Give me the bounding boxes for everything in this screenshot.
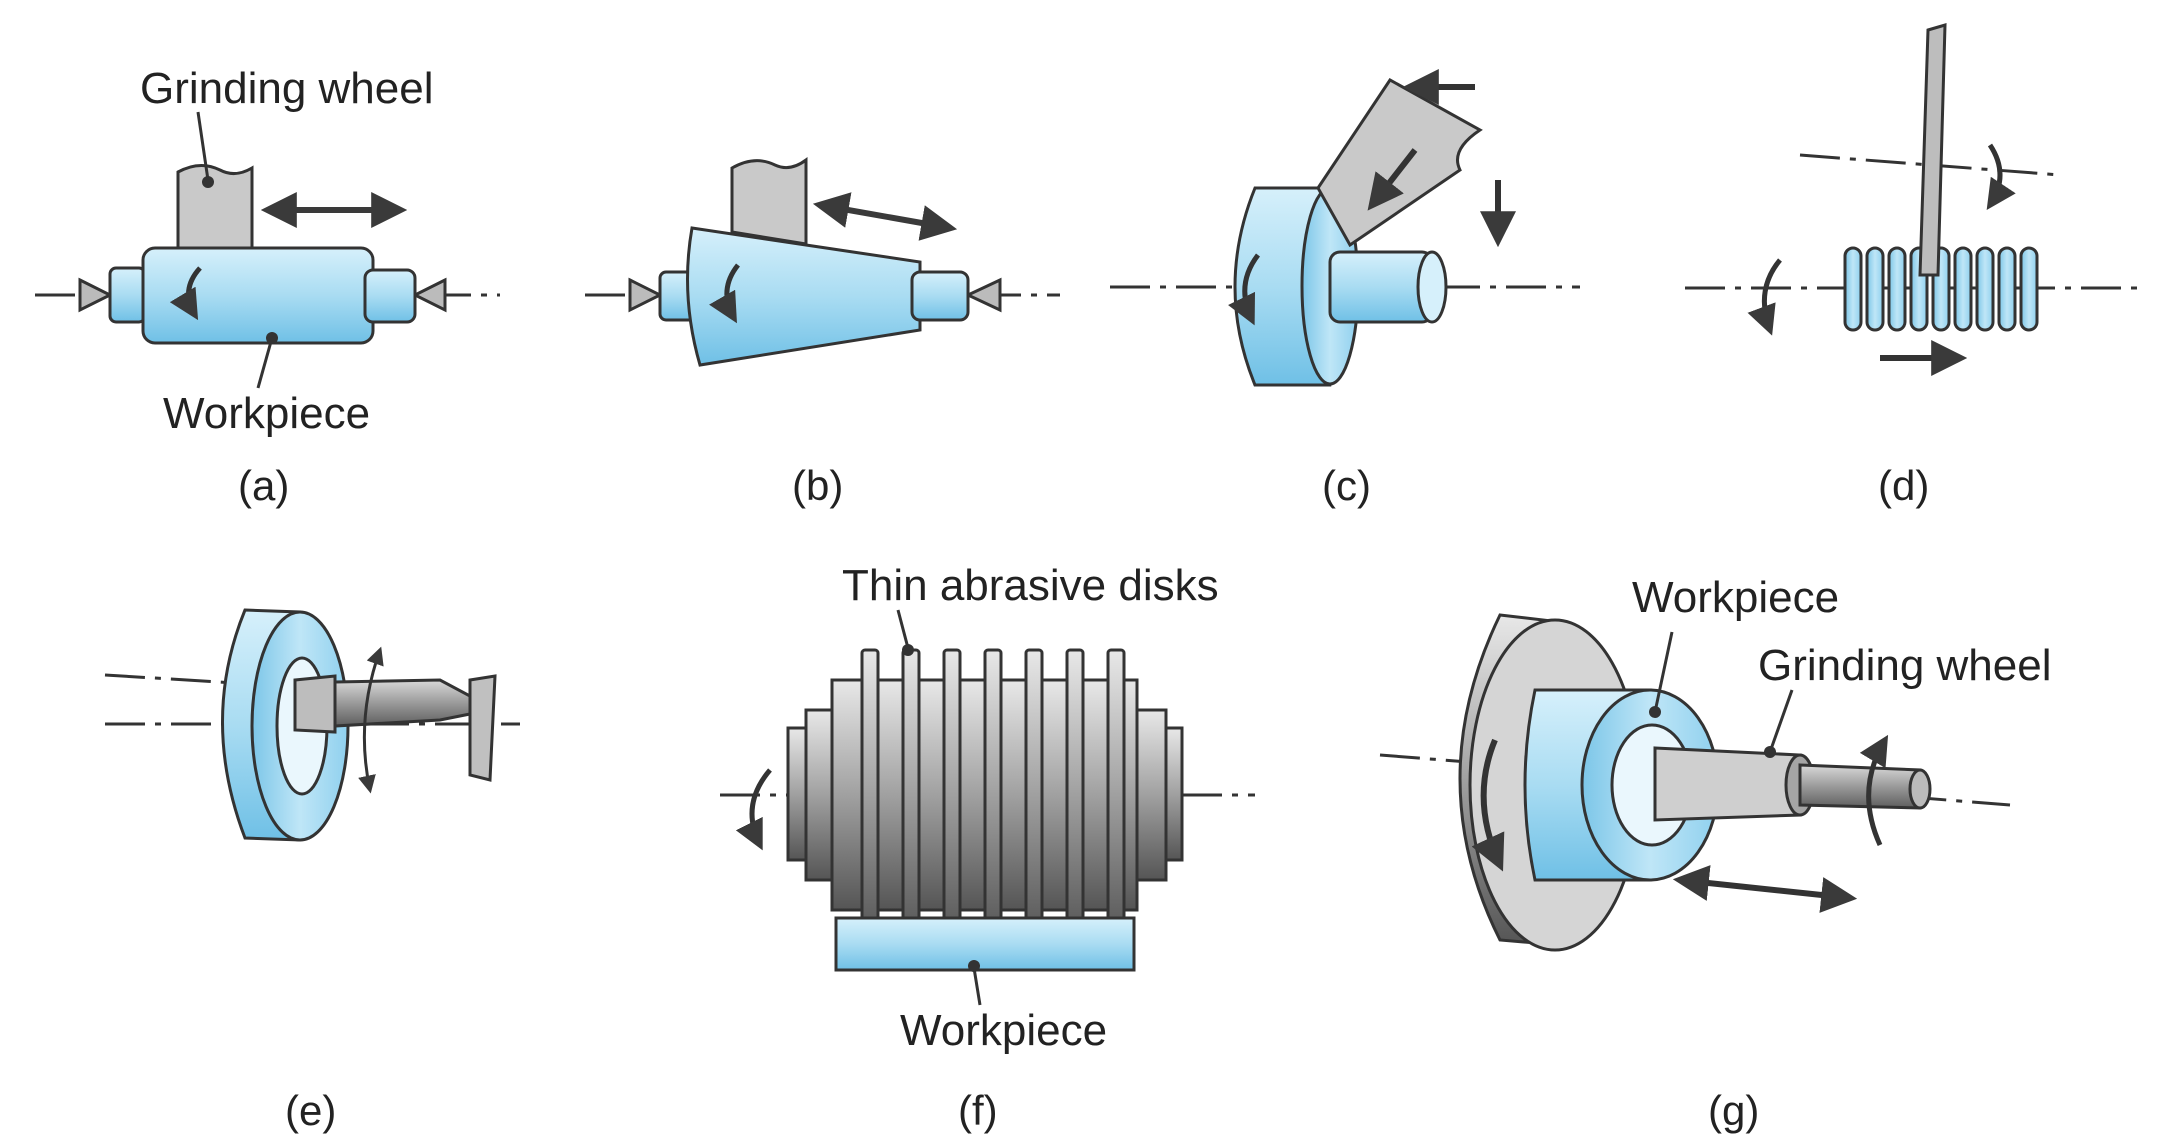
rotation-arrow-icon bbox=[735, 768, 772, 851]
grinding-wheel-block bbox=[730, 157, 808, 246]
caption-e: (e) bbox=[285, 1087, 336, 1134]
label-grinding-wheel: Grinding wheel bbox=[140, 64, 434, 113]
internal-grinding-wheel bbox=[293, 674, 337, 734]
panel-a: Grinding wheel Workpiece (a) bbox=[35, 64, 500, 509]
workpiece-stub-right bbox=[363, 268, 417, 324]
feed-arrow-icon bbox=[812, 192, 958, 241]
wheel-rotation-arrow-icon bbox=[1986, 143, 2016, 210]
thread-grinding-wheel bbox=[1918, 22, 1947, 277]
caption-a: (a) bbox=[238, 462, 289, 509]
rotation-arrow-icon bbox=[709, 263, 741, 324]
grinding-wheel-block bbox=[176, 164, 254, 250]
center-left-icon bbox=[78, 277, 114, 313]
rotation-arrow-icon bbox=[169, 266, 202, 321]
shaft-end bbox=[1416, 250, 1448, 324]
leader-line bbox=[196, 111, 210, 181]
wheel-rotation-arrow-icon bbox=[1859, 734, 1889, 847]
panel-f: Thin abrasive disks Workpiece (f) bbox=[720, 561, 1255, 1134]
caption-g: (g) bbox=[1708, 1087, 1759, 1134]
workpiece-rotation-arrow-icon bbox=[1747, 258, 1782, 336]
leader-line bbox=[256, 337, 274, 389]
label-thin-abrasive-disks: Thin abrasive disks bbox=[842, 561, 1219, 610]
leader-line bbox=[972, 967, 982, 1006]
flat-workpiece bbox=[834, 916, 1136, 972]
workpiece-stub-right bbox=[910, 270, 970, 322]
label-workpiece: Workpiece bbox=[900, 1006, 1107, 1055]
workpiece-stub-left bbox=[108, 266, 147, 324]
wheel-axis-centerline bbox=[1799, 153, 2061, 177]
leader-line bbox=[1653, 631, 1674, 713]
spindle-flange bbox=[468, 674, 497, 782]
spindle bbox=[1798, 763, 1922, 810]
panel-d: (d) bbox=[1685, 22, 2140, 509]
threaded-workpiece bbox=[1843, 246, 2039, 332]
thin-abrasive-disks bbox=[860, 648, 1126, 940]
caption-c: (c) bbox=[1322, 462, 1371, 509]
leader-dot bbox=[266, 332, 278, 344]
caption-d: (d) bbox=[1878, 462, 1929, 509]
panel-g: Workpiece Grinding wheel (g) bbox=[1379, 573, 2052, 1134]
label-workpiece: Workpiece bbox=[1632, 573, 1839, 622]
center-left-icon bbox=[628, 277, 664, 313]
center-right-icon bbox=[411, 277, 447, 313]
workpiece-body bbox=[141, 246, 375, 345]
rotation-arrow-icon bbox=[1228, 253, 1261, 326]
panel-e: (e) bbox=[104, 608, 520, 1134]
leader-dot bbox=[902, 644, 914, 656]
leader-dot bbox=[968, 960, 980, 972]
center-right-icon bbox=[964, 277, 1002, 313]
feed-arrow-icon bbox=[1672, 865, 1858, 913]
angled-grinding-wheel bbox=[1316, 78, 1483, 248]
tapered-workpiece bbox=[686, 226, 922, 367]
panel-b: (b) bbox=[585, 157, 1060, 509]
caption-f: (f) bbox=[958, 1087, 998, 1134]
workpiece-rotation-arrow-icon bbox=[1471, 738, 1505, 872]
caption-b: (b) bbox=[792, 462, 843, 509]
label-workpiece: Workpiece bbox=[163, 389, 370, 438]
plunge-arrow-icon bbox=[1367, 148, 1418, 211]
leader-line bbox=[1768, 689, 1794, 753]
panel-c: (c) bbox=[1110, 69, 1580, 509]
spindle bbox=[333, 678, 472, 728]
label-grinding-wheel: Grinding wheel bbox=[1758, 641, 2052, 690]
leader-dot bbox=[1764, 746, 1776, 758]
leader-line bbox=[896, 609, 910, 649]
internal-grinding-wheel bbox=[1653, 746, 1802, 822]
spindle-end bbox=[1908, 768, 1932, 810]
oscillation-arrow-icon bbox=[358, 646, 384, 794]
leader-dot bbox=[1649, 706, 1661, 718]
leader-dot bbox=[202, 176, 214, 188]
